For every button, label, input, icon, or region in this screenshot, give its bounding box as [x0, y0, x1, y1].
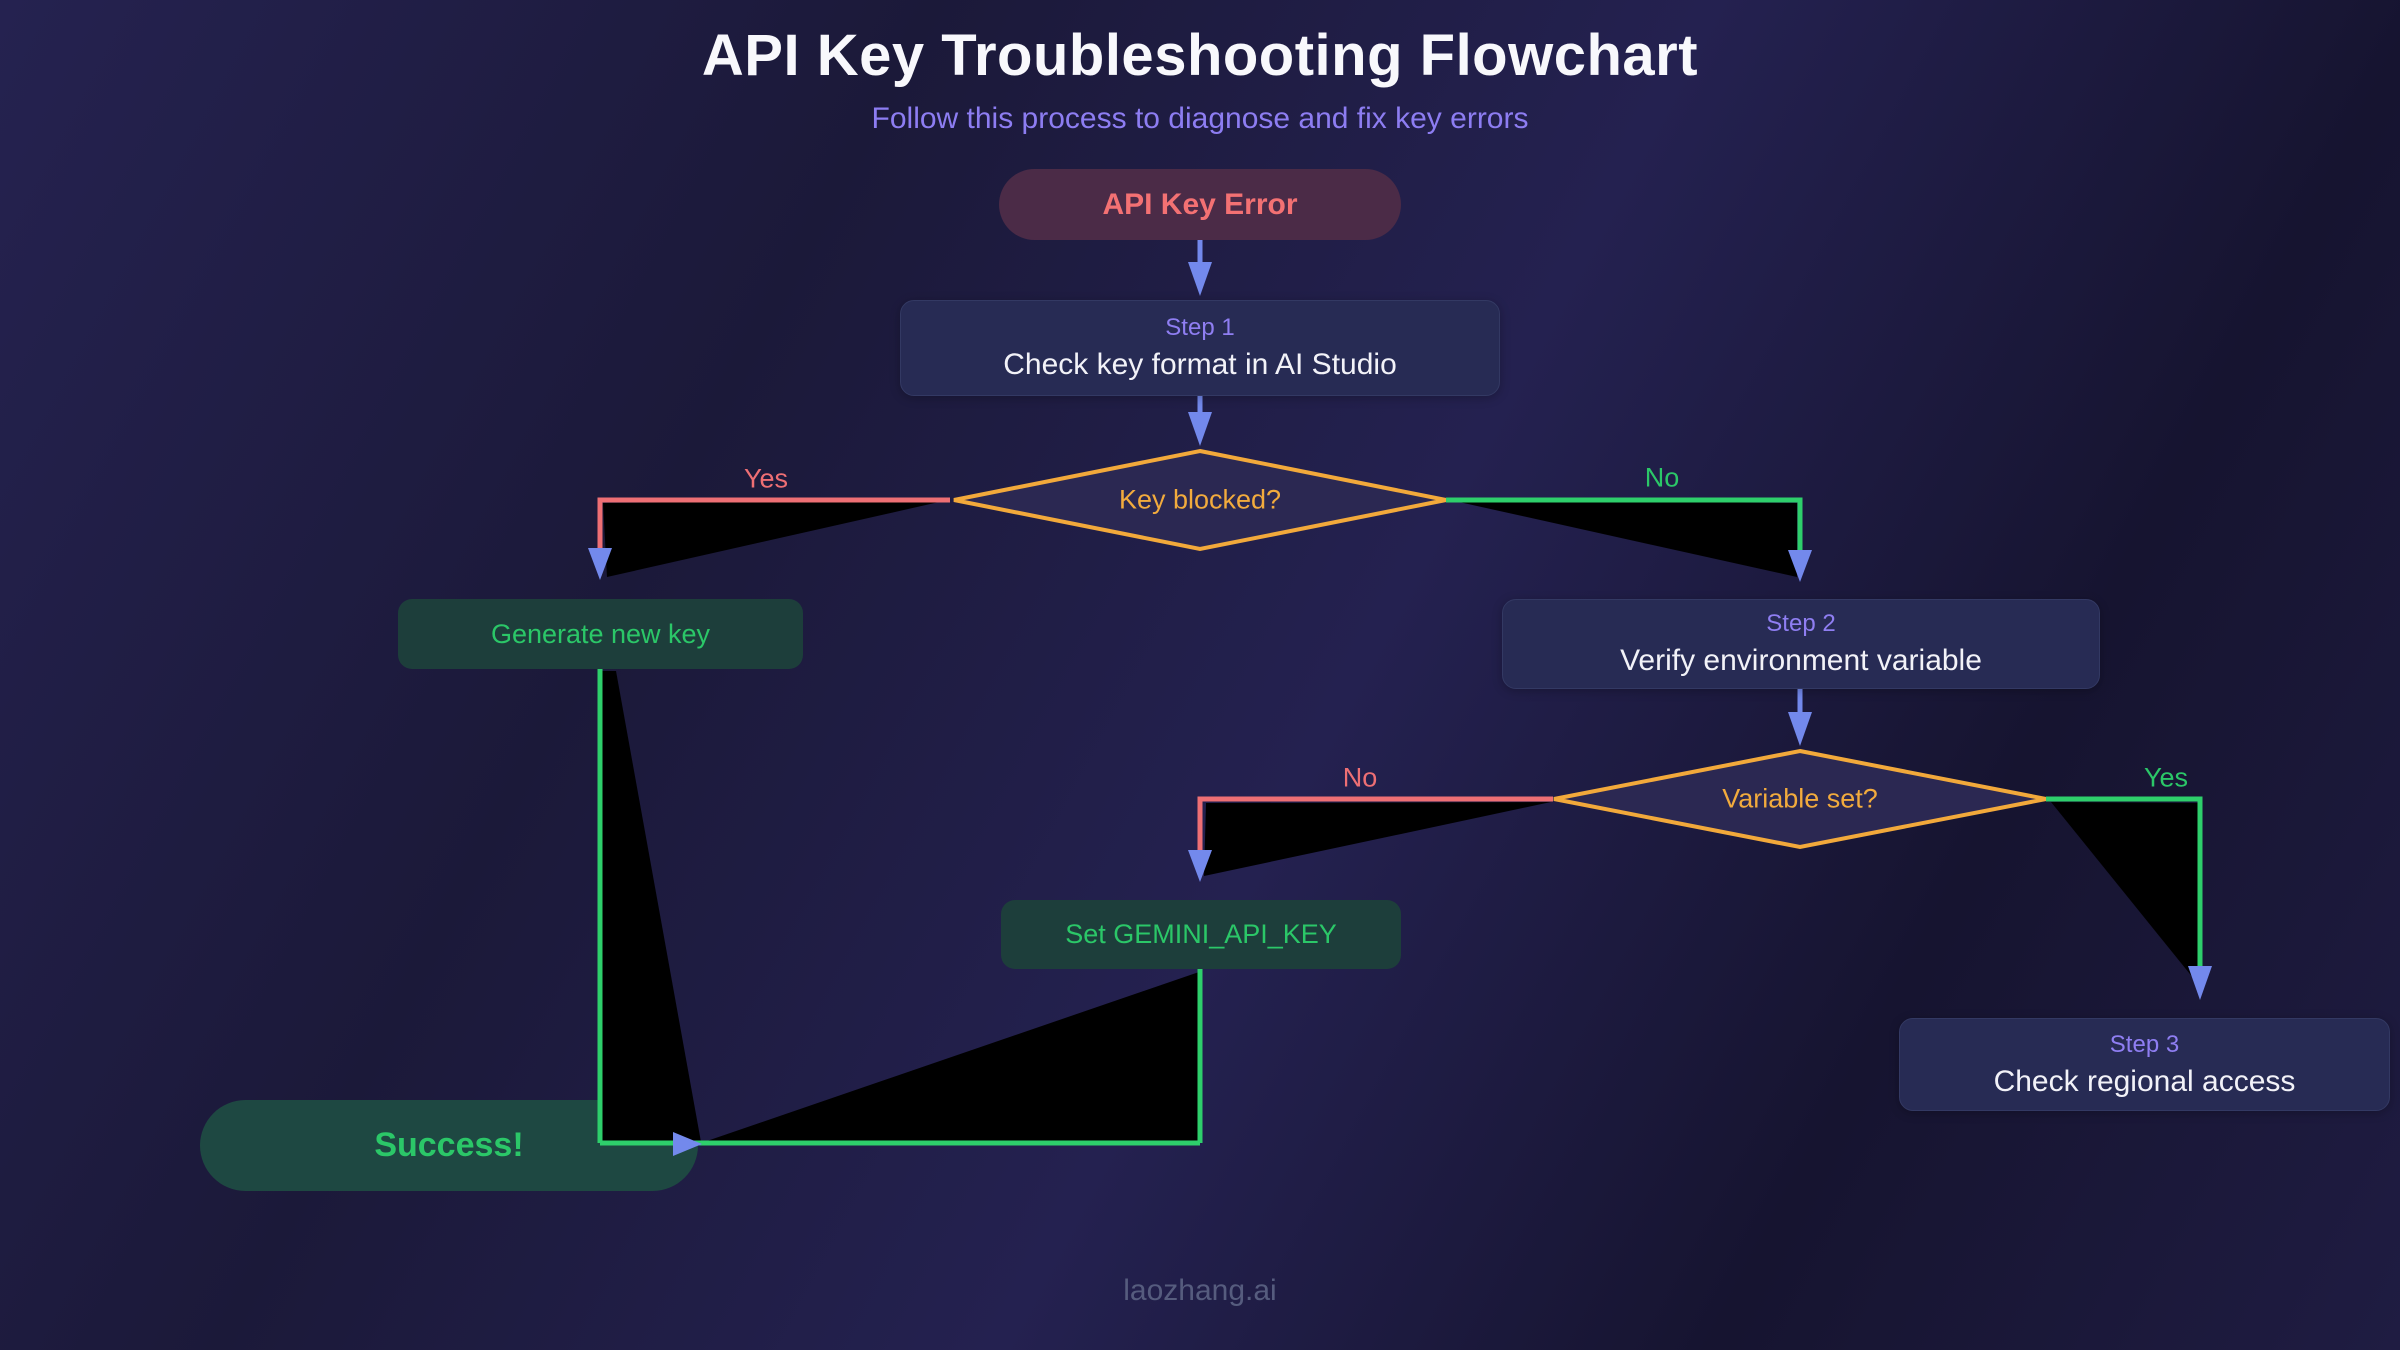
node-success-label: Success!	[374, 1126, 524, 1164]
edge-decision1-yes	[597, 497, 950, 550]
arrowhead-decision2-no	[1188, 850, 1212, 882]
shadow-wedge-d1-yes	[603, 500, 948, 577]
edge-decision2-no	[1197, 796, 1553, 852]
decision2-diamond	[1553, 748, 2047, 850]
arrowhead-step2-decision2	[1788, 712, 1812, 746]
arrowhead-start-step1	[1188, 262, 1212, 296]
shadow-wedge-setkey	[704, 972, 1199, 1142]
shadow-wedge-d1-no	[1450, 500, 1797, 577]
decision1-diamond	[953, 448, 1447, 552]
edge-decision1-no	[1446, 497, 1803, 550]
arrowhead-decision2-yes	[2188, 966, 2212, 1000]
arrowhead-success-junction	[673, 1132, 702, 1156]
shadow-wedge-generate	[600, 671, 701, 1142]
arrowhead-decision1-no	[1788, 550, 1812, 582]
shadow-wedge-d2-yes	[2051, 802, 2198, 984]
edge-decision2-yes	[2046, 796, 2203, 968]
arrowhead-step1-decision1	[1188, 412, 1212, 446]
shadow-wedge-d2-no	[1204, 802, 1551, 876]
arrowhead-decision1-yes	[588, 548, 612, 580]
